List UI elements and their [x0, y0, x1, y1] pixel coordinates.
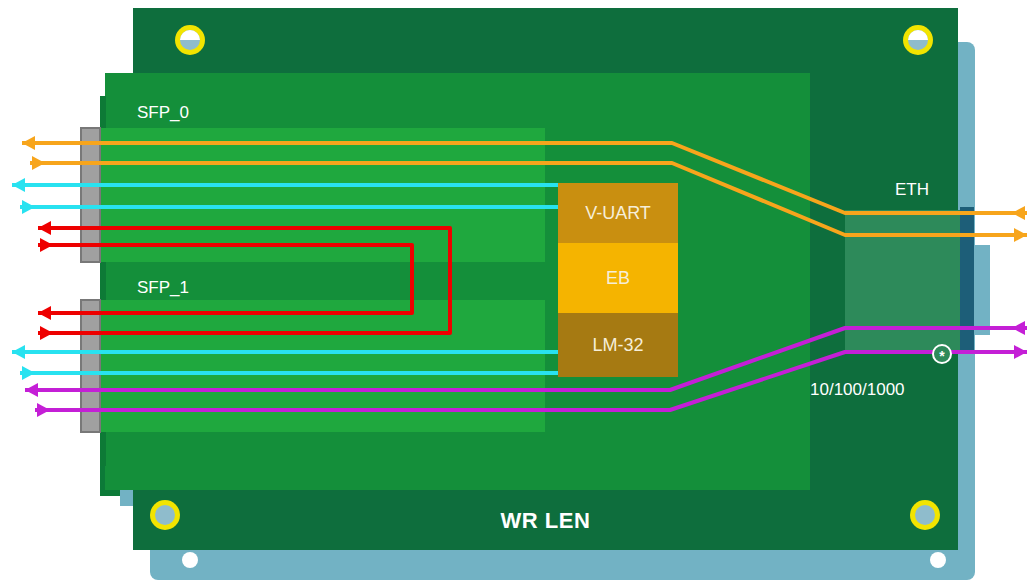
core-block: EB	[558, 243, 678, 313]
arrow-head	[40, 326, 53, 340]
signal-line	[38, 228, 450, 333]
arrow-head	[22, 136, 35, 150]
arrow-head	[1014, 345, 1027, 359]
port-name: SFP_1	[137, 278, 189, 298]
footnote-mark-holder: *	[932, 344, 952, 365]
speed-label-holder: 10/100/1000	[810, 380, 905, 400]
arrow-head	[12, 345, 25, 359]
block-name: EB	[606, 268, 630, 289]
arrow-head	[12, 178, 25, 192]
footnote-mark: *	[932, 344, 952, 364]
signal-line	[38, 245, 412, 313]
arrow-head	[22, 200, 35, 214]
arrow-head	[1012, 321, 1025, 335]
speed-label: 10/100/1000	[810, 380, 905, 399]
arrow-head	[38, 306, 51, 320]
arrow-head	[37, 403, 50, 417]
arrow-head	[1014, 228, 1027, 242]
eth-port: ETH	[845, 210, 965, 350]
arrow-head	[38, 221, 51, 235]
port-name: SFP_0	[137, 103, 189, 123]
signal-line	[12, 350, 558, 354]
arrow-head	[1012, 206, 1025, 220]
arrow-head	[40, 238, 53, 252]
signal-line	[22, 143, 1027, 213]
arrow-head	[32, 156, 45, 170]
signal-line	[30, 163, 1027, 235]
signal-connector	[25, 321, 1027, 417]
sfp-cage: SFP_0	[100, 128, 545, 262]
block-name: V-UART	[585, 203, 651, 224]
arrow-head	[25, 383, 38, 397]
signal-connector	[38, 221, 450, 340]
signal-line	[20, 371, 558, 375]
signal-line	[12, 183, 558, 187]
board-outline: WR LENSFP_0SFP_1V-UARTEBLM-32ETH	[133, 8, 958, 550]
core-block: LM-32	[558, 313, 678, 377]
signal-connector	[12, 178, 558, 214]
sfp-cage: SFP_1	[100, 300, 545, 432]
signal-line	[20, 205, 558, 209]
arrow-head	[22, 366, 35, 380]
signal-connector	[12, 345, 558, 380]
port-name: ETH	[852, 180, 972, 200]
block-name: LM-32	[592, 335, 643, 356]
core-block: V-UART	[558, 183, 678, 243]
board-name: WR LEN	[501, 508, 591, 534]
signal-line	[35, 352, 1027, 410]
